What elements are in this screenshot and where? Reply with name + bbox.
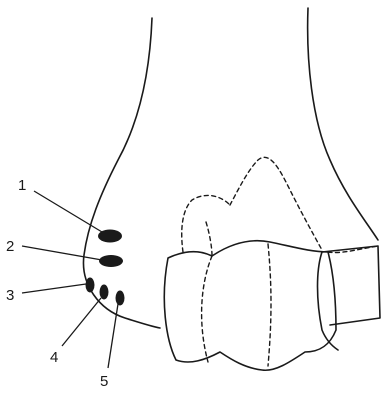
- spool-outline: [164, 241, 336, 370]
- leader-4: [62, 298, 101, 346]
- spot-2: [99, 255, 123, 267]
- label-4: 4: [50, 349, 58, 366]
- articular-end-outline: [322, 246, 380, 325]
- spot-4: [100, 285, 109, 300]
- label-5: 5: [100, 373, 108, 390]
- shaft-right-outline: [308, 8, 378, 240]
- spool-groove-left: [202, 256, 212, 362]
- shaft-left-outline: [83, 18, 160, 328]
- leader-3: [22, 284, 86, 293]
- leader-1: [34, 191, 102, 232]
- hidden-contour-inner: [206, 222, 212, 256]
- spot-3: [86, 278, 95, 293]
- label-3: 3: [6, 287, 14, 304]
- spool-groove-right: [268, 244, 271, 366]
- label-1: 1: [18, 177, 26, 194]
- hidden-contour-peak: [230, 157, 322, 250]
- spot-5: [116, 291, 125, 306]
- label-2: 2: [6, 238, 14, 255]
- leader-2: [22, 246, 102, 260]
